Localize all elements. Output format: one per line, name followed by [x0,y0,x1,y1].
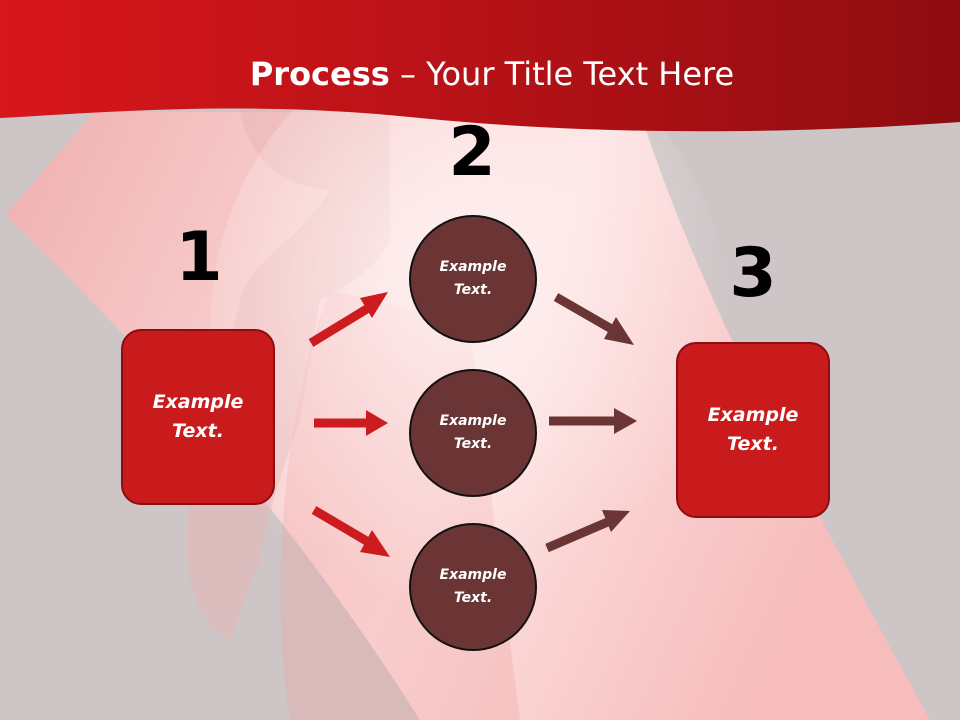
left-box-text: Example Text. [152,391,244,442]
right-process-box: Example Text. [676,342,830,518]
circle-node-middle: Example Text. [409,369,537,497]
step-number-3: 3 [729,234,777,313]
circle-bottom-text: Example Text. [439,567,507,606]
circle-top-text: Example Text. [439,259,507,298]
circle-middle-text: Example Text. [439,413,507,452]
step-number-1: 1 [175,218,223,297]
slide-title: Process – Your Title Text Here [0,52,960,96]
circle-node-bottom: Example Text. [409,523,537,651]
title-rest: – Your Title Text Here [389,55,735,93]
step-number-2: 2 [448,113,496,192]
right-box-text: Example Text. [707,404,799,455]
circle-node-top: Example Text. [409,215,537,343]
left-process-box: Example Text. [121,329,275,505]
title-bold: Process [249,55,390,93]
